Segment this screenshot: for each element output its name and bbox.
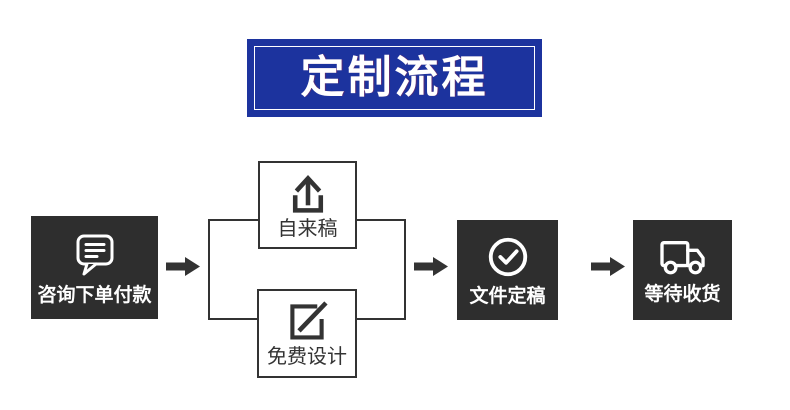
truck-icon: [656, 236, 710, 278]
check-circle-icon: [485, 234, 531, 280]
option-label: 自来稿: [277, 217, 338, 240]
step-consult-order-pay: 咨询下单付款: [31, 216, 158, 319]
page-title: 定制流程: [300, 53, 489, 102]
flow-arrow-icon: [414, 257, 448, 276]
edit-icon: [285, 300, 329, 342]
step-wait-delivery: 等待收货: [633, 220, 732, 320]
step-label: 咨询下单付款: [37, 284, 152, 306]
step-label: 文件定稿: [469, 286, 546, 307]
step-finalize-files: 文件定稿: [457, 220, 558, 320]
option-label: 免费设计: [267, 346, 347, 368]
process-title-banner: 定制流程: [247, 39, 542, 117]
step-label: 等待收货: [644, 284, 721, 305]
flow-arrow-icon: [166, 257, 200, 276]
chat-bubble-icon: [71, 231, 119, 279]
upload-icon: [286, 172, 330, 214]
option-free-design: 免费设计: [257, 289, 357, 378]
flow-arrow-icon: [591, 257, 625, 276]
option-own-manuscript: 自来稿: [258, 161, 357, 249]
